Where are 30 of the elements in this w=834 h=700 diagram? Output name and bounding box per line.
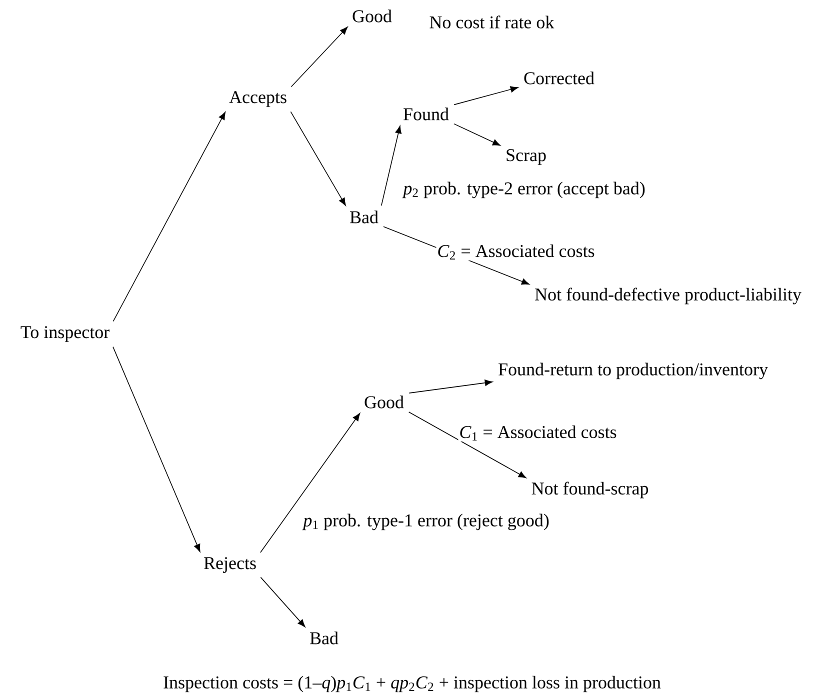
node-text: Not found-scrap: [532, 482, 648, 498]
node-text: Accepts: [229, 91, 286, 107]
node-text: Good: [352, 10, 392, 22]
arrow: [290, 111, 346, 206]
node-text: Found-return to production/inventory: [498, 362, 768, 380]
arrow: [454, 86, 518, 106]
node-text: Rejects: [204, 557, 256, 573]
formula-caption: Inspection costs = (1–q)p$_{1}$C$_{1}$ + qp$_{2}$C$_{2}$ + inspection loss in production: [164, 676, 661, 692]
arrow: [112, 112, 226, 322]
node-text: Scrap: [506, 149, 546, 165]
arrow: [290, 26, 348, 88]
arrow: [260, 413, 360, 553]
node-text: Not found-defective product-liability: [535, 288, 802, 304]
annotation-text: No cost if rate ok: [428, 14, 556, 30]
node-text: Bad: [350, 210, 378, 224]
annotation-text: p$_{2}$ prob. type-2 error (accept bad): [402, 180, 646, 200]
node-text: To inspector: [20, 326, 110, 342]
node-text: Good: [364, 396, 404, 408]
arrow: [408, 380, 493, 394]
node-text: Corrected: [524, 72, 594, 84]
arrow: [112, 346, 200, 552]
annotation-text: C$_{2}$ = Associated costs: [436, 243, 596, 261]
arrow: [408, 412, 526, 478]
arrow: [454, 123, 500, 146]
annotation-text: C$_{1}$ = Associated costs: [458, 424, 618, 442]
annotation-text: p$_{1}$ prob. type-1 error (reject good): [302, 512, 550, 532]
node-text: Bad: [310, 632, 338, 644]
arrow: [260, 576, 306, 628]
arrow: [381, 126, 402, 206]
node-text: Found: [404, 108, 449, 120]
